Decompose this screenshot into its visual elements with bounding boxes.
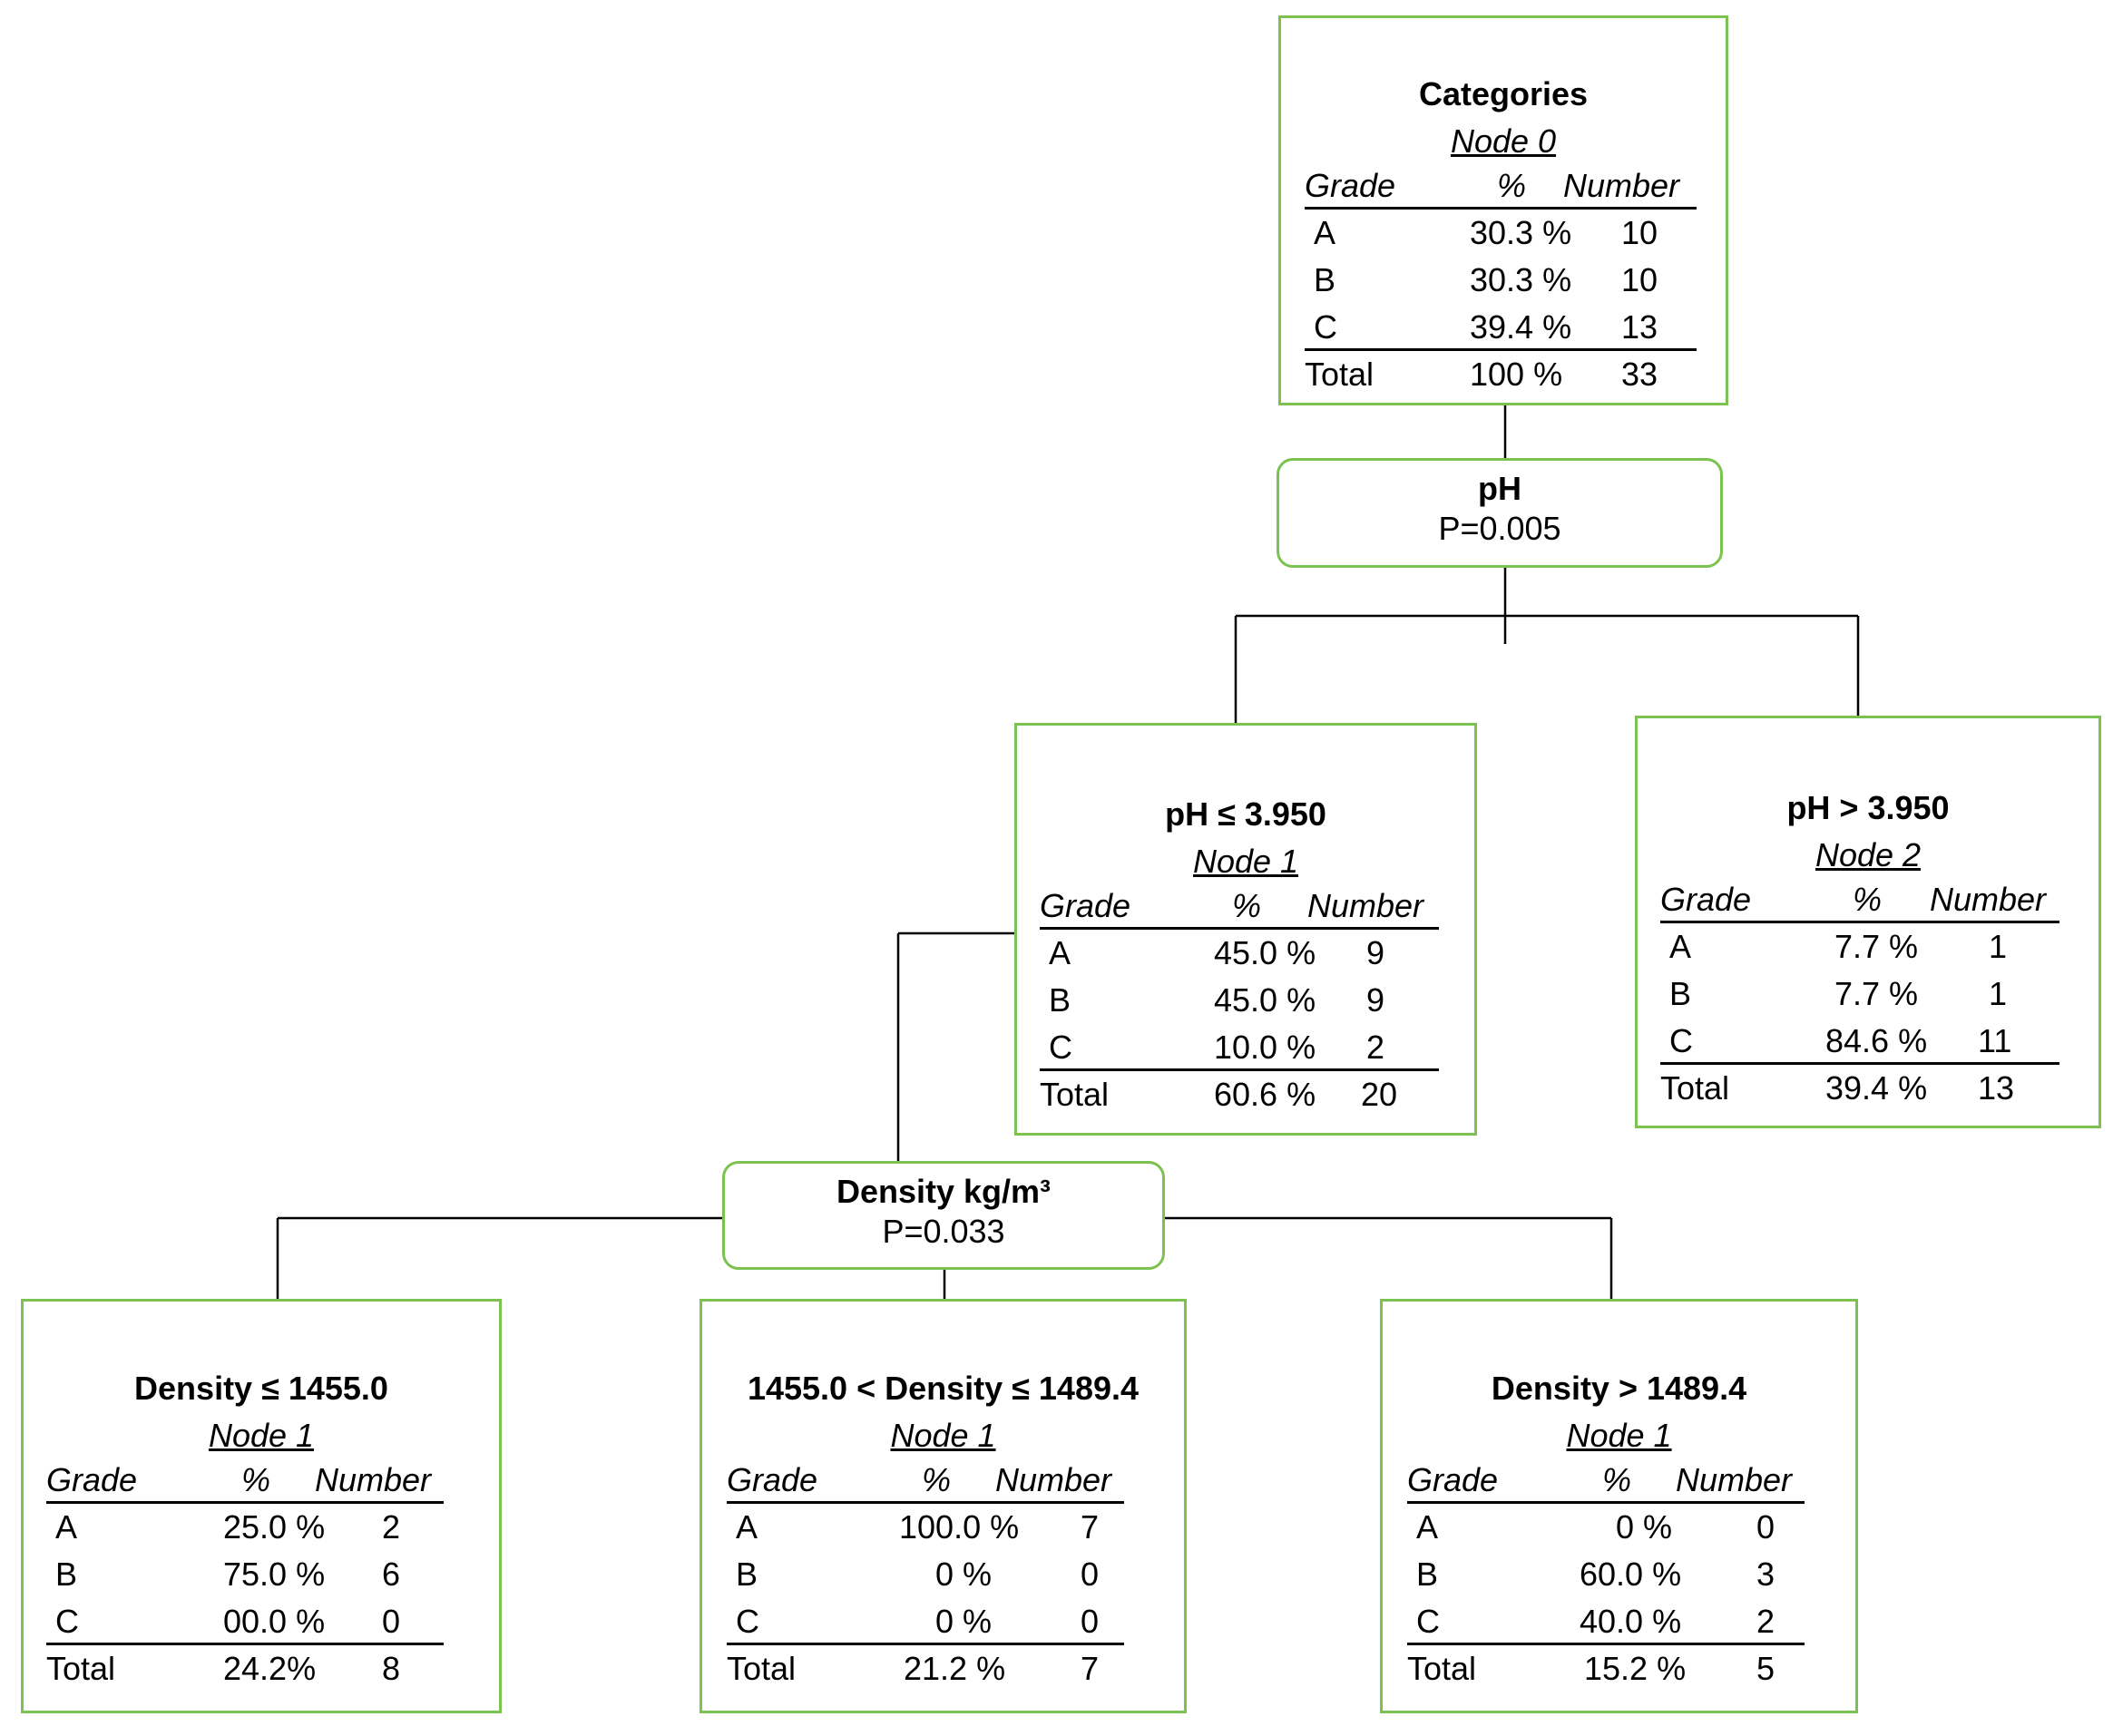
table-row: B 75.0 % 6 [55,1556,401,1593]
node-label: Node 2 [1815,836,1922,873]
node-label: Node 1 [890,1417,996,1454]
table-row: B 7.7 % 1 [1669,975,2008,1012]
node-label: Node 1 [1566,1417,1672,1454]
total-rule [1040,1068,1439,1071]
node-title: pH ≤ 3.950 [1165,795,1326,833]
table-row: C 0 % 0 [736,1603,1100,1640]
table-row: B 0 % 0 [736,1556,1100,1593]
total-rule [1407,1643,1805,1645]
header-rule [1407,1501,1805,1504]
node-density-low-box: Density ≤ 1455.0 Node 1 Grade % Number A… [21,1299,502,1713]
total-rule [1305,348,1697,351]
split-variable: Density kg/m³ [836,1173,1052,1210]
table-row: C 40.0 % 2 [1416,1603,1776,1640]
node-table: Grade % Number A 30.3 % 10 B 30.3 % 10 C… [1305,165,1697,401]
table-total-row: Total 21.2 % 7 [727,1650,1100,1687]
node-density-mid-box: 1455.0 < Density ≤ 1489.4 Node 1 Grade %… [699,1299,1187,1713]
table-row: C 39.4 % 13 [1314,308,1658,346]
table-header: Grade % Number [1305,167,1680,204]
table-row: C 00.0 % 0 [55,1603,401,1640]
node-table: Grade % Number A 0 % 0 B 60.0 % 3 C 40.0… [1407,1459,1805,1695]
node-table: Grade % Number A 45.0 % 9 B 45.0 % 9 C 1… [1040,885,1439,1121]
table-header: Grade % Number [727,1461,1112,1498]
total-rule [46,1643,444,1645]
total-rule [727,1643,1124,1645]
table-row: A 7.7 % 1 [1669,928,2008,965]
split-variable: pH [1478,470,1521,507]
table-row: C 84.6 % 11 [1669,1022,2012,1059]
table-total-row: Total 100 % 33 [1305,356,1658,393]
header-rule [1040,927,1439,930]
total-rule [1660,1062,2059,1065]
node-label: Node 0 [1450,122,1557,160]
table-header: Grade % Number [1660,881,2047,918]
header-rule [727,1501,1124,1504]
table-total-row: Total 24.2% 8 [46,1650,401,1687]
table-header: Grade % Number [1040,887,1424,924]
node-title: Categories [1418,75,1589,112]
node-label: Node 1 [1192,843,1299,880]
node-2-box: pH > 3.950 Node 2 Grade % Number A 7.7 %… [1635,716,2101,1128]
node-table: Grade % Number A 7.7 % 1 B 7.7 % 1 C 84.… [1660,879,2059,1115]
node-density-high-box: Density > 1489.4 Node 1 Grade % Number A… [1380,1299,1858,1713]
table-row: B 45.0 % 9 [1049,981,1385,1019]
table-total-row: Total 15.2 % 5 [1407,1650,1776,1687]
table-header: Grade % Number [1407,1461,1793,1498]
node-table: Grade % Number A 25.0 % 2 B 75.0 % 6 C 0… [46,1459,444,1695]
split-ph: pH P=0.005 [1277,458,1723,568]
node-table: Grade % Number A 100.0 % 7 B 0 % 0 C 0 %… [727,1459,1124,1695]
table-row: A 45.0 % 9 [1049,934,1385,971]
node-0-box: Categories Node 0 Grade % Number A 30.3 … [1278,15,1728,405]
node-label: Node 1 [208,1417,315,1454]
split-p-value: P=0.005 [1438,510,1561,547]
table-row: A 25.0 % 2 [55,1508,401,1546]
table-row: A 30.3 % 10 [1314,214,1658,251]
header-rule [46,1501,444,1504]
header-rule [1660,921,2059,923]
table-row: B 30.3 % 10 [1314,261,1658,298]
table-total-row: Total 39.4 % 13 [1660,1069,2015,1107]
node-1-box: pH ≤ 3.950 Node 1 Grade % Number A 45.0 … [1014,723,1477,1136]
node-title: pH > 3.950 [1786,789,1950,826]
node-title: Density > 1489.4 [1491,1370,1747,1407]
table-row: B 60.0 % 3 [1416,1556,1776,1593]
split-density: Density kg/m³ P=0.033 [722,1161,1165,1270]
table-row: A 0 % 0 [1416,1508,1776,1546]
table-row: C 10.0 % 2 [1049,1029,1385,1066]
table-header: Grade % Number [46,1461,432,1498]
table-total-row: Total 60.6 % 20 [1040,1076,1398,1113]
table-row: A 100.0 % 7 [736,1508,1100,1546]
header-rule [1305,207,1697,210]
node-title: Density ≤ 1455.0 [134,1370,388,1407]
node-title: 1455.0 < Density ≤ 1489.4 [747,1370,1140,1407]
split-p-value: P=0.033 [882,1213,1005,1250]
